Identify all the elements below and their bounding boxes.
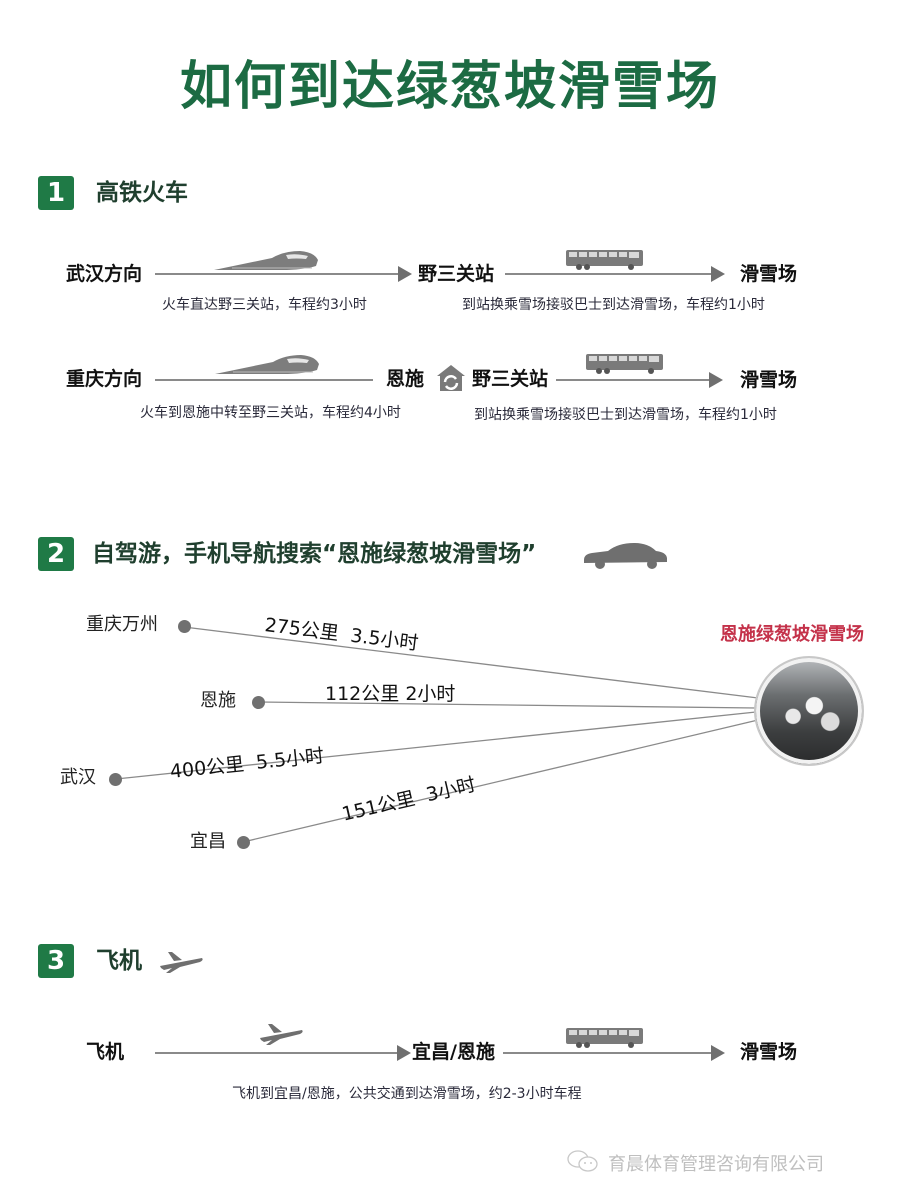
arrow-icon (397, 1045, 411, 1061)
origin-city-wuhan: 武汉 (60, 767, 96, 788)
resort-label: 恩施绿葱坡滑雪场 (720, 624, 864, 645)
route-transfer-enshi: 恩施 (386, 368, 425, 390)
page-title: 如何到达绿葱坡滑雪场 (179, 57, 720, 117)
bus-icon (566, 1028, 643, 1048)
route-line (503, 1052, 713, 1054)
route-line (155, 273, 400, 275)
arrow-icon (711, 266, 725, 282)
origin-dot (252, 696, 265, 709)
section-1-number-badge: 1 (38, 176, 74, 210)
section-1-title: 高铁火车 (96, 180, 188, 206)
route-destination: 滑雪场 (740, 369, 798, 391)
car-icon (584, 543, 667, 569)
route-note: 到站换乘雪场接驳巴士到达滑雪场，车程约1小时 (462, 297, 765, 313)
route-note: 飞机到宜昌/恩施，公共交通到达滑雪场，约2-3小时车程 (232, 1086, 582, 1102)
origin-dot (178, 620, 191, 633)
train-icon (215, 355, 319, 374)
route-destination: 滑雪场 (740, 1041, 798, 1063)
route-mid-yesanguan: 野三关站 (418, 263, 495, 285)
section-3-title: 飞机 (96, 948, 142, 974)
route-origin-chongqing: 重庆方向 (66, 368, 143, 390)
route-mid-yichang-enshi: 宜昌/恩施 (412, 1041, 495, 1063)
ski-resort-photo (754, 656, 864, 766)
section-2-number-badge: 2 (38, 537, 74, 571)
arrow-icon (711, 1045, 725, 1061)
route-distance-enshi: 112公里 2小时 (325, 683, 456, 705)
origin-dot (109, 773, 122, 786)
origin-city-wanzhou: 重庆万州 (86, 614, 158, 635)
route-note: 火车直达野三关站，车程约3小时 (162, 297, 367, 313)
train-icon (214, 251, 318, 270)
route-origin-airplane: 飞机 (86, 1041, 125, 1063)
route-line (155, 379, 373, 381)
wechat-icon (567, 1150, 598, 1172)
transfer-station-icon (437, 365, 465, 391)
route-line (155, 1052, 399, 1054)
origin-city-yichang: 宜昌 (190, 831, 226, 852)
footer-watermark: 育晨体育管理咨询有限公司 (608, 1154, 824, 1175)
route-line (505, 273, 713, 275)
section-2-title: 自驾游，手机导航搜索“恩施绿葱坡滑雪场” (92, 541, 537, 567)
route-mid-yesanguan: 野三关站 (472, 368, 549, 390)
arrow-icon (709, 372, 723, 388)
route-note: 火车到恩施中转至野三关站，车程约4小时 (140, 405, 401, 421)
origin-city-enshi: 恩施 (200, 690, 236, 711)
airplane-icon (260, 1024, 303, 1045)
route-note: 到站换乘雪场接驳巴士到达滑雪场，车程约1小时 (474, 407, 777, 423)
arrow-icon (398, 266, 412, 282)
section-3-number-badge: 3 (38, 944, 74, 978)
airplane-icon (160, 952, 203, 973)
route-destination: 滑雪场 (740, 263, 798, 285)
origin-dot (237, 836, 250, 849)
bus-icon (566, 250, 643, 270)
route-lines-diagram (115, 626, 759, 843)
route-line (556, 379, 711, 381)
bus-icon (586, 354, 663, 374)
route-origin-wuhan: 武汉方向 (66, 263, 143, 285)
